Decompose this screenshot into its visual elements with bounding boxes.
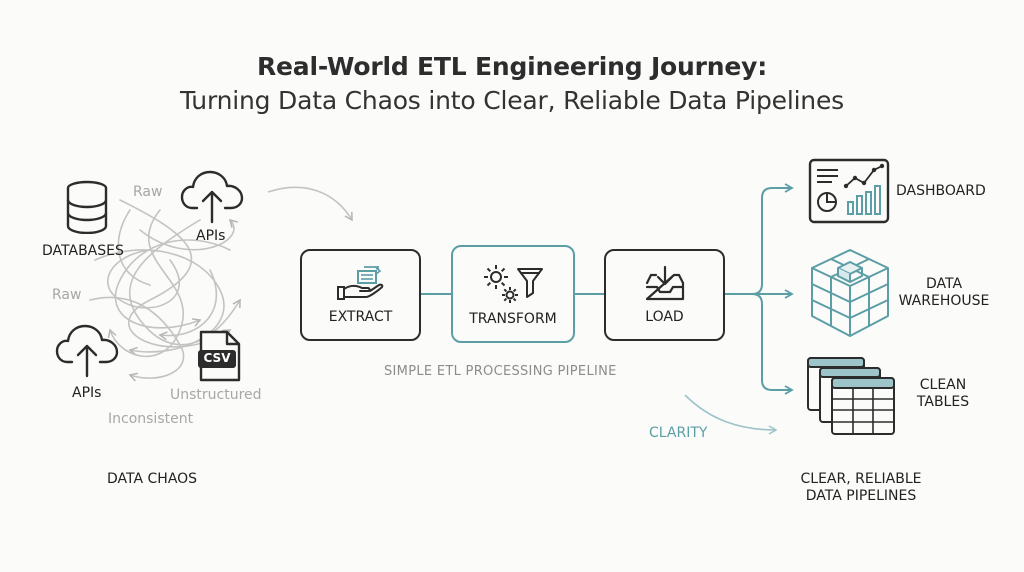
output-branches	[706, 183, 794, 395]
chaos-to-pipeline-arrow	[267, 186, 353, 222]
inbox-download-icon	[645, 265, 684, 301]
data-chaos-caption: DATA CHAOS	[107, 471, 198, 487]
title-line-1: Real-World ETL Engineering Journey:	[256, 52, 768, 81]
chaos-tangle	[89, 199, 241, 382]
csv-label: CSV	[203, 351, 231, 365]
tangle-curve	[119, 199, 232, 348]
table-sheet-front	[831, 377, 895, 435]
dashboard-chart-icon	[808, 158, 890, 224]
raw-left-label: Raw	[52, 287, 82, 303]
pipeline-caption: SIMPLE ETL PROCESSING PIPELINE	[384, 364, 617, 379]
outputs-caption-line-1: CLEAR, RELIABLE	[800, 471, 922, 487]
raw-top-label: Raw	[133, 184, 163, 200]
inconsistent-label: Inconsistent	[108, 411, 194, 427]
title-line-2: Turning Data Chaos into Clear, Reliable …	[180, 86, 844, 115]
csv-file-icon: CSV	[197, 330, 241, 382]
hand-data-icon	[336, 266, 383, 300]
dashboard-label: DASHBOARD	[896, 183, 986, 199]
warehouse-label-line-2: WAREHOUSE	[898, 293, 990, 309]
apis-top-label: APIs	[196, 228, 226, 244]
clean-tables-label: CLEAN TABLES	[912, 377, 974, 411]
load-label: LOAD	[645, 309, 684, 325]
extract-stage: EXTRACT	[300, 249, 421, 341]
tangle-curve	[158, 269, 218, 341]
tangle-curve	[94, 249, 225, 356]
transform-label: TRANSFORM	[469, 311, 557, 327]
apis-bottom-label: APIs	[72, 385, 102, 401]
tangle-curve	[114, 239, 231, 329]
cloud-upload-icon	[55, 324, 119, 378]
outputs-caption: CLEAR, RELIABLE DATA PIPELINES	[786, 471, 936, 505]
clean-tables-label-line-2: TABLES	[916, 394, 970, 410]
cloud-upload-icon	[180, 170, 244, 224]
load-stage: LOAD	[604, 249, 725, 341]
tangle-curve	[139, 218, 238, 251]
tangle-curve	[107, 249, 180, 309]
clean-tables-label-line-1: CLEAN	[919, 377, 967, 393]
warehouse-label-line-1: DATA	[925, 276, 963, 292]
transform-stage: TRANSFORM	[451, 245, 575, 343]
gears-funnel-icon	[484, 265, 543, 303]
tangle-curve	[107, 209, 184, 358]
warehouse-label: DATA WAREHOUSE	[898, 276, 990, 310]
tangle-curve	[89, 296, 185, 382]
extract-label: EXTRACT	[328, 309, 393, 325]
unstructured-label: Unstructured	[170, 387, 262, 403]
tables-stack-icon	[807, 357, 895, 435]
database-icon	[66, 180, 108, 234]
tangle-curve	[117, 209, 151, 286]
clarity-label: CLARITY	[649, 425, 708, 441]
outputs-caption-line-2: DATA PIPELINES	[805, 488, 917, 504]
clarity-arrow	[684, 394, 778, 435]
databases-label: DATABASES	[42, 243, 124, 259]
warehouse-cube-icon	[811, 249, 889, 337]
